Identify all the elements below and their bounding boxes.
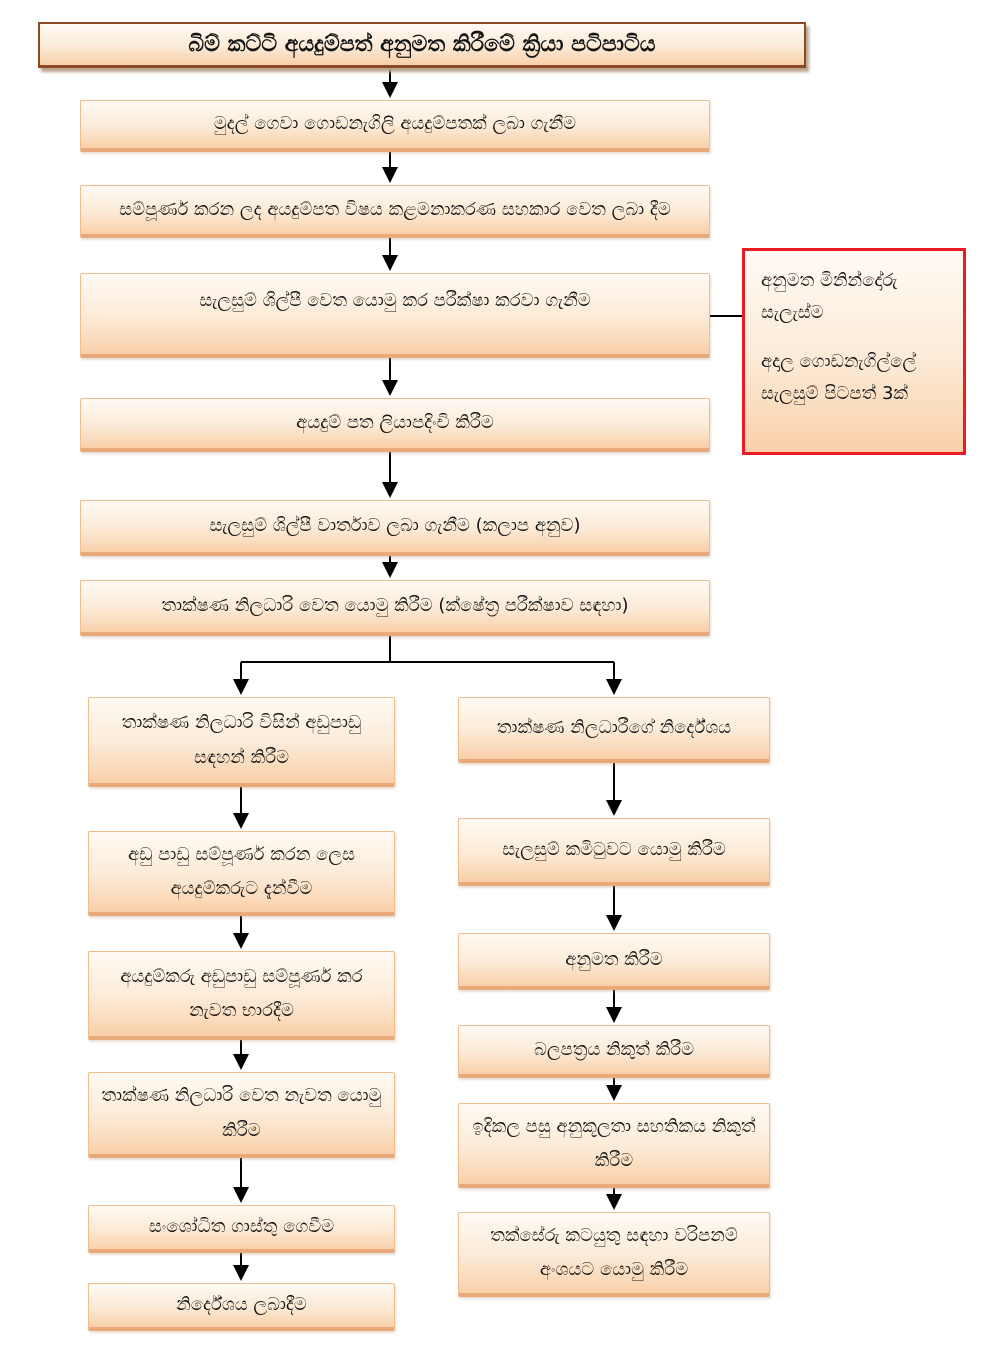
step-2-hand-to-management-assistant: සම්පූර්ණ කරන ලද අයදුම්පත විෂය කළමනාකරණ ස… bbox=[80, 185, 710, 238]
step-4-register-application: අයදුම් පත ලියාපදිංචි කිරීම bbox=[80, 398, 710, 452]
side-note: අනුමත මිනින්දෝරු සැලැස්ම අදාල ගොඩනැගිල්ල… bbox=[742, 248, 966, 455]
left-4-refer-back-to-technical-officer: තාක්ෂණ නිලධාරි වෙත නැවත යොමු කිරීම bbox=[88, 1072, 395, 1158]
side-note-line2: අදාල ගොඩනැගිල්ලේ සැලසුම් පිටපත් 3ක් bbox=[761, 350, 917, 405]
step-5-obtain-draughtsman-report: සැලසුම් ශිල්පී වාර්තාව ලබා ගැනීම (කලාප අ… bbox=[80, 500, 710, 556]
right-2-refer-to-planning-committee: සැලසුම් කමිටුවට යොමු කිරීම bbox=[458, 818, 770, 886]
right-4-issue-permit: බලපත්‍රය නිකුත් කිරීම bbox=[458, 1025, 770, 1078]
left-2-notify-applicant-to-fix-defects: අඩු පාඩු සම්පූර්ණ කරන ලෙස අයදුම්කරුට දැන… bbox=[88, 831, 395, 916]
step-1-receive-application-form: මුදල් ගෙවා ගොඩනැගිලි අයදුම්පතක් ලබා ගැනී… bbox=[80, 100, 710, 152]
right-3-approval: අනුමත කිරීම bbox=[458, 933, 770, 990]
left-6-give-recommendation: නිර්දේශය ලබාදීම bbox=[88, 1283, 395, 1331]
left-5-pay-revised-fees: සංශෝධිත ගාස්තු ගෙවීම bbox=[88, 1205, 395, 1253]
flowchart-title: බිම් කට්ටි අයදුම්පත් අනුමත කිරීමේ ක්‍රිය… bbox=[38, 22, 806, 68]
right-6-refer-to-assessment-division: තක්සේරු කටයුතු සඳහා වරිපනම් අංශයට යොමු ක… bbox=[458, 1212, 770, 1297]
right-5-issue-conformity-certificate: ඉදිකල පසු අනුකූලතා සහතිකය නිකුත් කිරීම bbox=[458, 1103, 770, 1188]
step-6-refer-to-technical-officer: තාක්ෂණ නිලධාරි වෙත යොමු කිරීම (ක්ෂේත්‍ර … bbox=[80, 580, 710, 636]
left-3-applicant-completes-and-resubmits: අයදුම්කරු අඩුපාඩු සම්පූර්ණ කර නැවත භාරදී… bbox=[88, 951, 395, 1040]
side-note-line1: අනුමත මිනින්දෝරු සැලැස්ම bbox=[761, 270, 898, 324]
right-1-technical-officer-recommendation: තාක්ෂණ නිලධාරීගේ නිර්දේශය bbox=[458, 697, 770, 763]
step-3-refer-to-planning-draughtsman: සැලසුම් ශිල්පී වෙත යොමු කර පරීක්ෂා කරවා … bbox=[80, 273, 710, 358]
left-1-technical-officer-notes-defects: තාක්ෂණ නිලධාරි විසින් අඩුපාඩු සඳහන් කිරී… bbox=[88, 697, 395, 787]
